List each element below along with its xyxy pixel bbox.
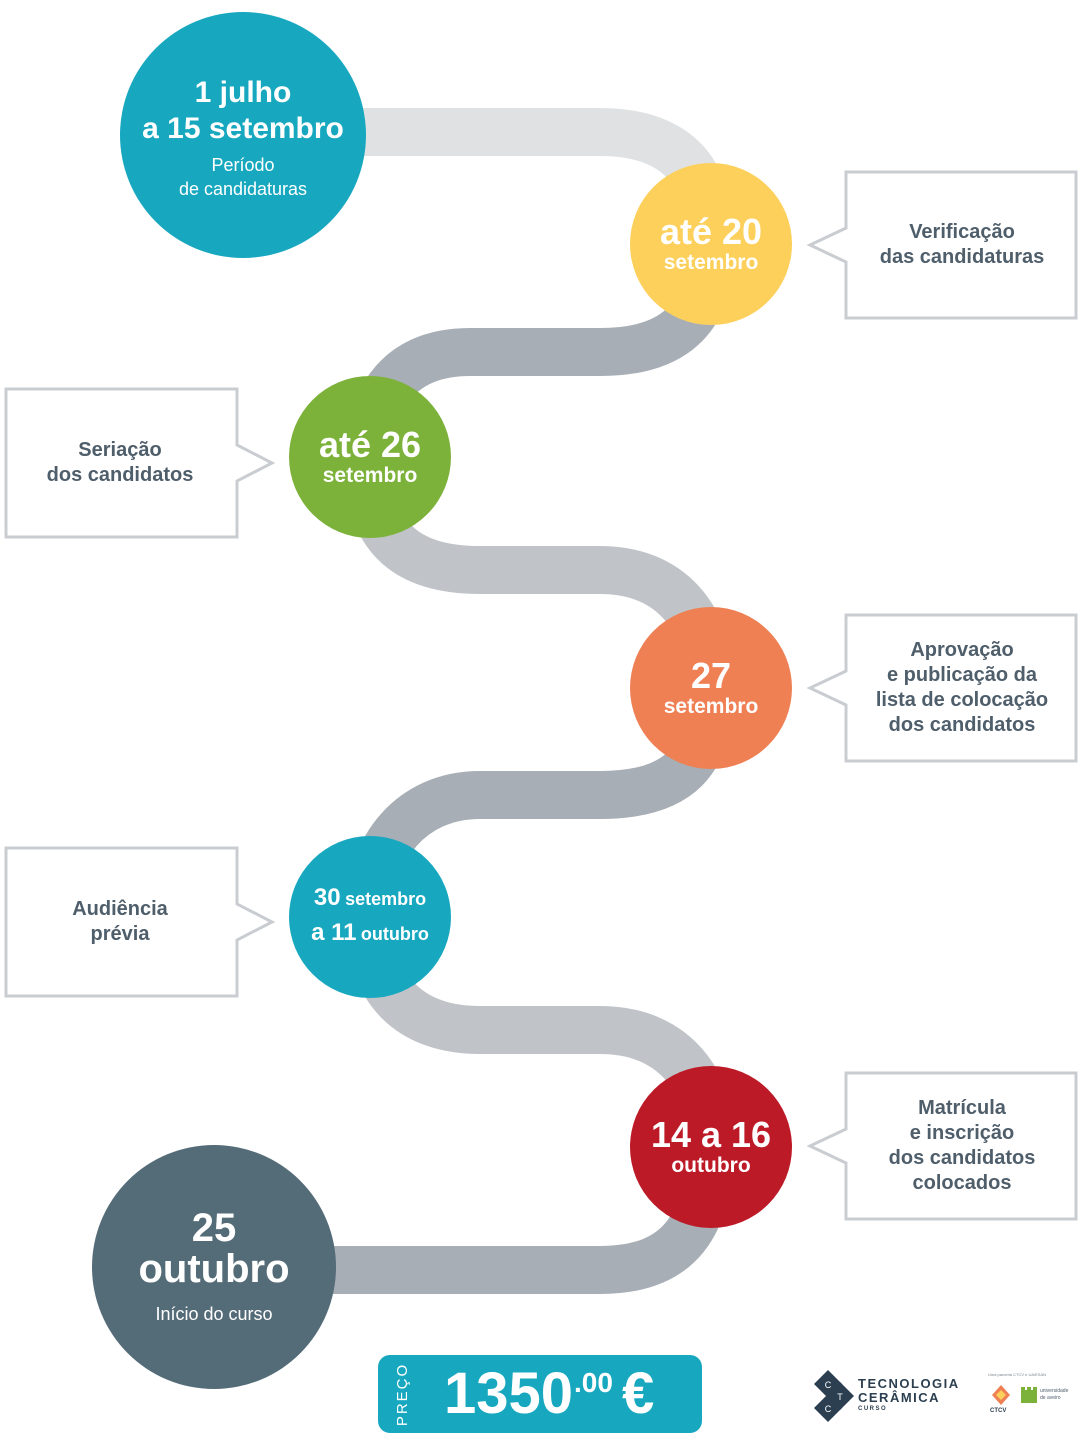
milestone-4: 27 setembro bbox=[630, 607, 792, 769]
description-5-line1: Matrícula bbox=[918, 1097, 1006, 1119]
callout-frame-1 bbox=[806, 170, 1078, 320]
description-1-line2: das candidaturas bbox=[879, 246, 1045, 268]
milestone-5-line2-num: a 11 bbox=[311, 919, 357, 946]
description-5-line2: e inscrição bbox=[909, 1122, 1015, 1144]
description-4-line1: Audiência bbox=[72, 898, 168, 920]
milestone-7-line1: 25 bbox=[191, 1206, 237, 1250]
price-currency: € bbox=[622, 1361, 655, 1426]
callout-frame-3 bbox=[806, 613, 1078, 763]
description-3-line4: dos candidatos bbox=[888, 714, 1036, 736]
brand-logo: C T C TECNOLOGIA CERÂMICA CURSO Uma parc… bbox=[812, 1366, 1072, 1436]
mark-letter-3: C bbox=[825, 1404, 832, 1414]
milestone-4-line1: 27 bbox=[690, 655, 732, 696]
milestone-6-line1: 14 a 16 bbox=[650, 1114, 772, 1155]
callout-frame-5 bbox=[806, 1071, 1078, 1221]
mark-letter-1: C bbox=[825, 1380, 832, 1390]
milestone-1-caption-line2: de candidaturas bbox=[178, 179, 308, 199]
milestone-5-line1-word: setembro bbox=[345, 889, 427, 909]
milestone-7: 25 outubro Início do curso bbox=[92, 1145, 336, 1389]
brand-line1: TECNOLOGIA bbox=[858, 1376, 960, 1391]
milestone-3-line1: até 26 bbox=[318, 424, 422, 465]
partner-ua-line2: de aveiro bbox=[1040, 1395, 1061, 1401]
milestone-3: até 26 setembro bbox=[289, 376, 451, 538]
description-box-1: Verificação das candidaturas bbox=[806, 170, 1078, 320]
milestone-5-line1: 30 setembro bbox=[314, 882, 426, 917]
price-value: 1350 bbox=[444, 1361, 574, 1426]
ua-castle-icon bbox=[1021, 1387, 1037, 1403]
callout-frame-4 bbox=[4, 846, 276, 998]
description-box-3: Aprovação e publicação da lista de coloc… bbox=[806, 613, 1078, 763]
ctcv-flame-icon bbox=[992, 1385, 1010, 1405]
milestone-5-line2: a 11 outubro bbox=[311, 917, 429, 952]
milestone-5: 30 setembro a 11 outubro bbox=[289, 836, 451, 998]
milestone-5-line2-word: outubro bbox=[360, 924, 429, 944]
milestone-6-line2: outubro bbox=[671, 1154, 751, 1177]
price-tag: PREÇO 1350 .00 € bbox=[378, 1355, 702, 1433]
milestone-5-line1-num: 30 bbox=[313, 884, 341, 911]
description-3-line3: lista de colocação bbox=[875, 689, 1049, 711]
description-box-4: Audiência prévia bbox=[4, 846, 276, 998]
milestone-4-line2: setembro bbox=[663, 695, 759, 718]
description-box-5: Matrícula e inscrição dos candidatos col… bbox=[806, 1071, 1078, 1221]
milestone-7-line2: outubro bbox=[138, 1247, 290, 1291]
brand-line3: CURSO bbox=[858, 1406, 888, 1412]
milestone-1: 1 julho a 15 setembro Período de candida… bbox=[120, 12, 366, 258]
milestone-6: 14 a 16 outubro bbox=[630, 1066, 792, 1228]
description-3-line1: Aprovação bbox=[910, 639, 1014, 661]
partner-ua-line1: universidade bbox=[1040, 1388, 1069, 1394]
ctc-diamond-icon: C T C bbox=[814, 1370, 854, 1422]
milestone-2: até 20 setembro bbox=[630, 163, 792, 325]
price-label: PREÇO bbox=[394, 1362, 412, 1426]
price-cents: .00 bbox=[574, 1367, 613, 1398]
description-4-line2: prévia bbox=[90, 923, 150, 945]
callout-frame-2 bbox=[4, 387, 276, 539]
milestone-1-caption-line1: Período bbox=[211, 155, 275, 175]
milestone-1-line1: 1 julho bbox=[194, 76, 292, 109]
partner-ctcv: CTCV bbox=[990, 1408, 1007, 1414]
milestone-3-line2: setembro bbox=[322, 464, 418, 487]
description-2-line2: dos candidatos bbox=[46, 464, 194, 486]
mark-letter-2: T bbox=[837, 1392, 843, 1402]
description-1-line1: Verificação bbox=[909, 221, 1015, 243]
milestone-1-line2: a 15 setembro bbox=[142, 112, 344, 145]
milestone-2-line2: setembro bbox=[663, 251, 759, 274]
milestone-2-line1: até 20 bbox=[659, 211, 763, 252]
description-2-line1: Seriação bbox=[78, 439, 162, 461]
description-5-line3: dos candidatos bbox=[888, 1147, 1036, 1169]
description-5-line4: colocados bbox=[912, 1172, 1012, 1194]
partner-caption: Uma parceria CTCV e UA/ESAN bbox=[988, 1372, 1047, 1377]
description-3-line2: e publicação da bbox=[886, 664, 1038, 686]
description-box-2: Seriação dos candidatos bbox=[4, 387, 276, 539]
milestone-7-caption: Início do curso bbox=[155, 1304, 273, 1324]
brand-line2: CERÂMICA bbox=[858, 1390, 941, 1405]
